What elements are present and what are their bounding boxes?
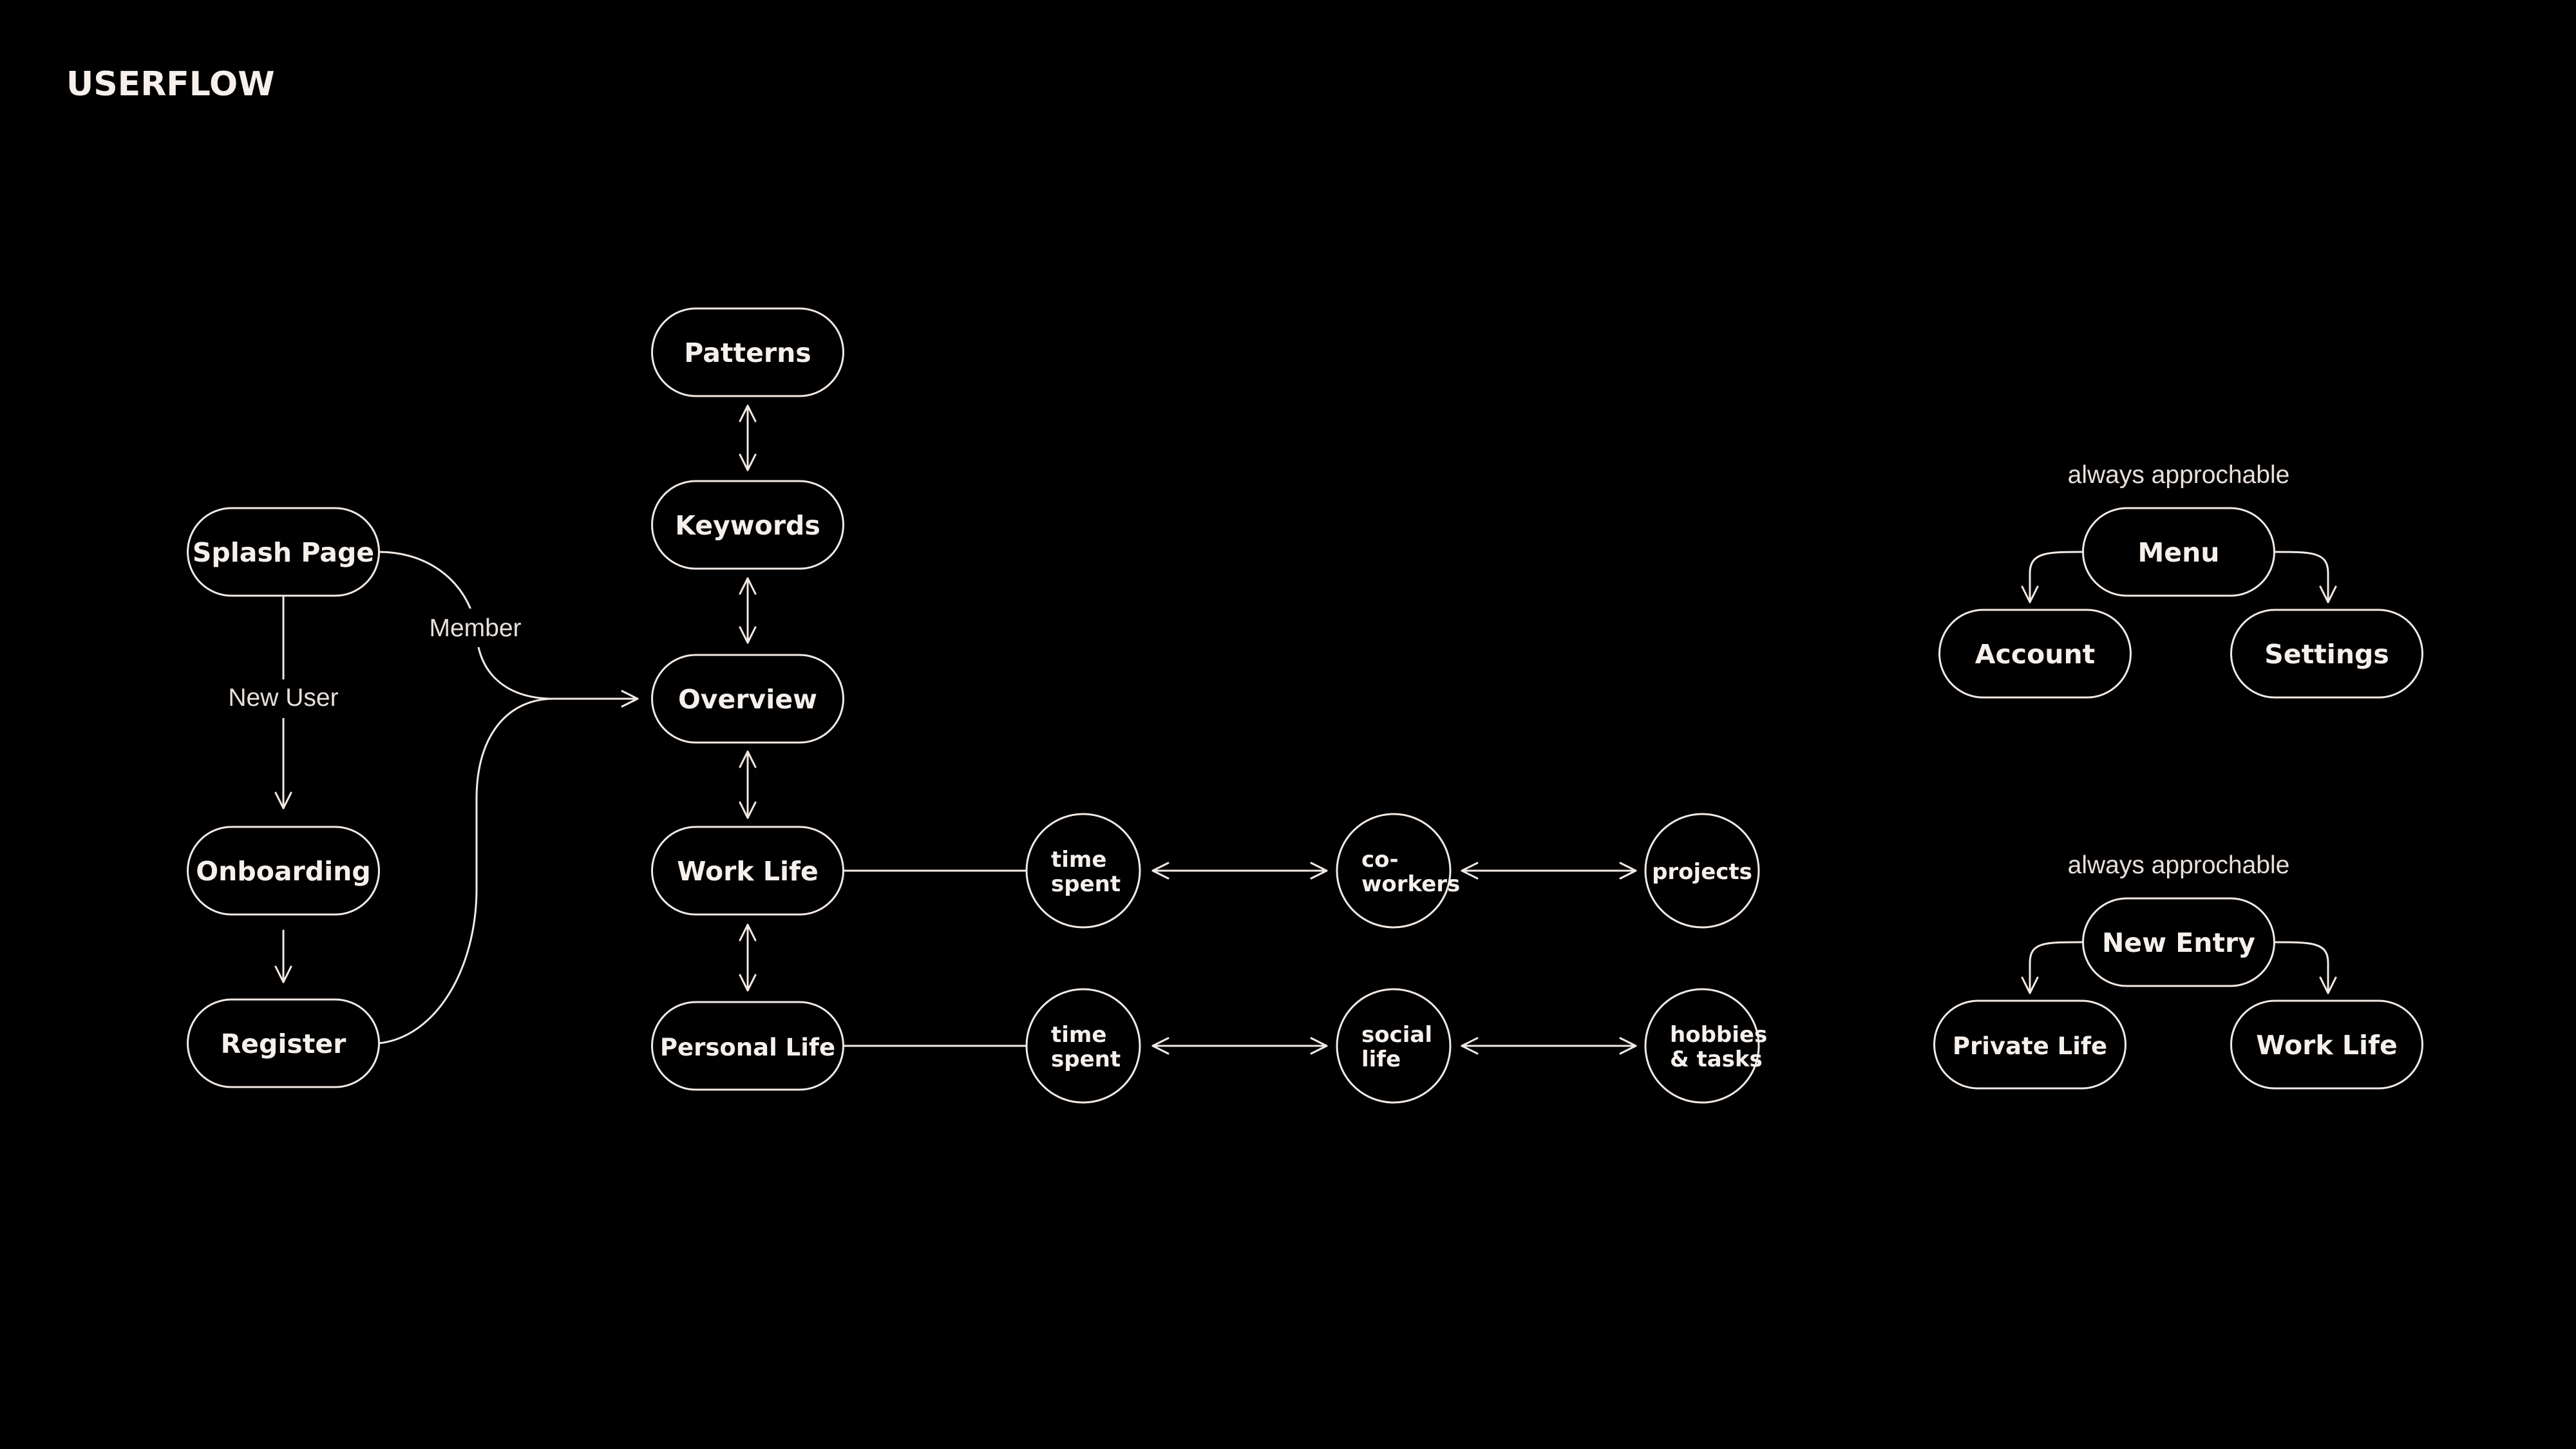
node-keywords: Keywords bbox=[651, 480, 844, 570]
node-shape bbox=[187, 998, 380, 1088]
node-shape bbox=[1644, 988, 1760, 1104]
node-label-line: projects bbox=[1652, 859, 1752, 885]
node-new-entry: New Entry bbox=[2082, 897, 2275, 987]
edge-label-member: Member bbox=[429, 614, 521, 642]
node-shape bbox=[651, 826, 844, 916]
node-label-line: co- bbox=[1361, 847, 1399, 873]
node-shape bbox=[187, 507, 380, 597]
node-label-line: hobbies bbox=[1670, 1022, 1767, 1048]
node-patterns: Patterns bbox=[651, 307, 844, 397]
node-projects: projects bbox=[1644, 813, 1760, 929]
edge-label-always-approachable-entry: always approchable bbox=[2068, 851, 2290, 879]
node-label: Personal Life bbox=[660, 1034, 835, 1061]
node-shape bbox=[1644, 813, 1760, 929]
node-shape bbox=[2082, 897, 2275, 987]
edge-newentry-worklife bbox=[2272, 941, 2337, 994]
node-shape bbox=[651, 307, 844, 397]
node-shape bbox=[2230, 609, 2423, 699]
connectors bbox=[274, 404, 2337, 1055]
node-shape bbox=[1336, 988, 1452, 1104]
edge-menu-account bbox=[2021, 551, 2085, 603]
node-onboarding: Onboarding bbox=[187, 826, 380, 916]
node-shape bbox=[1336, 813, 1452, 929]
node-shape bbox=[1933, 999, 2126, 1090]
edge-label-new-user: New User bbox=[228, 684, 338, 712]
node-work-life: Work Life bbox=[651, 826, 844, 916]
node-coworkers: co-workers bbox=[1336, 813, 1460, 929]
node-shape bbox=[1938, 609, 2132, 699]
node-hobbies: hobbies& tasks bbox=[1644, 988, 1767, 1104]
node-work-life-entry: Work Life bbox=[2230, 999, 2423, 1090]
node-shape bbox=[651, 480, 844, 570]
node-register: Register bbox=[187, 998, 380, 1088]
node-shape bbox=[2082, 507, 2275, 597]
node-label: Work Life bbox=[2256, 1030, 2398, 1061]
member-label-bg bbox=[419, 609, 531, 647]
edge-newentry-privatelife bbox=[2021, 941, 2083, 994]
new-user-label-bg bbox=[219, 679, 348, 718]
edge-menu-settings bbox=[2273, 551, 2337, 603]
page-title: USERFLOW bbox=[66, 65, 275, 104]
node-label-line: time bbox=[1051, 847, 1106, 873]
node-label-line: time bbox=[1051, 1022, 1106, 1048]
edge-register-to-overview bbox=[377, 697, 555, 1045]
node-label: Overview bbox=[678, 684, 817, 715]
node-shape bbox=[651, 1001, 844, 1091]
node-shape bbox=[651, 654, 844, 744]
node-shape bbox=[1025, 813, 1141, 929]
node-label: New Entry bbox=[2102, 927, 2255, 958]
edge-label-always-approachable-menu: always approchable bbox=[2068, 461, 2290, 489]
node-label-line: workers bbox=[1361, 871, 1460, 897]
node-menu: Menu bbox=[2082, 507, 2275, 597]
node-settings: Settings bbox=[2230, 609, 2423, 699]
node-label: Menu bbox=[2138, 537, 2220, 568]
node-label-line: & tasks bbox=[1670, 1046, 1763, 1072]
node-label-line: life bbox=[1361, 1046, 1401, 1072]
node-label: Settings bbox=[2264, 639, 2389, 670]
node-label: Patterns bbox=[684, 337, 811, 368]
node-overview: Overview bbox=[651, 654, 844, 744]
node-account: Account bbox=[1938, 609, 2132, 699]
node-label: Register bbox=[221, 1028, 347, 1059]
node-label-line: spent bbox=[1051, 871, 1121, 897]
node-shape bbox=[2230, 999, 2423, 1090]
node-label: Keywords bbox=[675, 510, 820, 541]
node-label-line: spent bbox=[1051, 1046, 1121, 1072]
node-label-line: social bbox=[1361, 1022, 1432, 1048]
node-label: Account bbox=[1975, 639, 2095, 670]
node-label: Splash Page bbox=[193, 537, 374, 568]
node-splash: Splash Page bbox=[187, 507, 380, 597]
node-personal-life: Personal Life bbox=[651, 1001, 844, 1091]
node-label: Private Life bbox=[1953, 1032, 2107, 1060]
node-shape bbox=[187, 826, 380, 916]
node-label: Onboarding bbox=[196, 856, 370, 887]
node-shape bbox=[1025, 988, 1141, 1104]
node-private-life: Private Life bbox=[1933, 999, 2126, 1090]
node-label: Work Life bbox=[677, 856, 819, 887]
